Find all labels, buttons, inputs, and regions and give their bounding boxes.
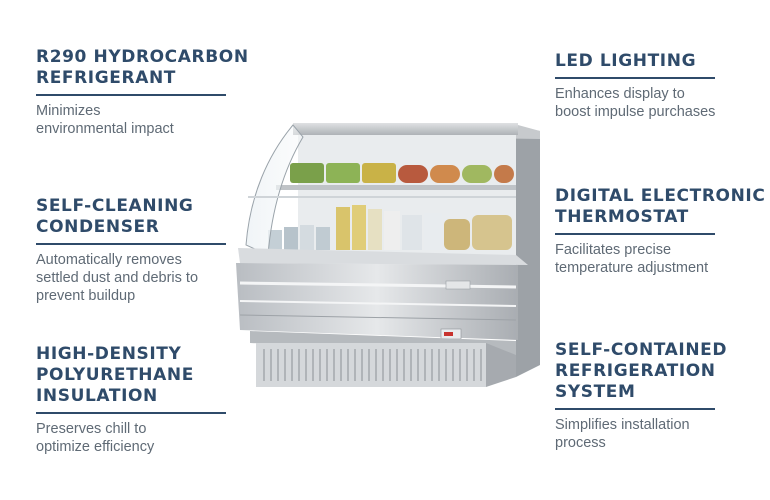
feature-title: DIGITAL ELECTRONIC THERMOSTAT — [555, 186, 766, 227]
refrigerated-display-case-icon — [236, 123, 540, 387]
divider — [36, 412, 226, 414]
feature-insulation: HIGH-DENSITY POLYURETHANE INSULATION Pre… — [36, 344, 251, 456]
feature-digital-thermostat: DIGITAL ELECTRONIC THERMOSTAT Facilitate… — [555, 186, 770, 277]
feature-title: HIGH-DENSITY POLYURETHANE INSULATION — [36, 344, 194, 406]
divider — [555, 408, 715, 410]
brand-logo — [445, 280, 471, 290]
feature-description: Enhances display to boost impulse purcha… — [555, 86, 716, 120]
feature-description: Automatically removes settled dust and d… — [36, 252, 199, 304]
feature-r290-refrigerant: R290 HYDROCARBON REFRIGERANT Minimizes e… — [36, 47, 251, 138]
ventilation-grille — [263, 349, 482, 381]
feature-title: LED LIGHTING — [555, 51, 697, 71]
feature-description: Minimizes environmental impact — [36, 103, 174, 137]
feature-title: SELF-CLEANING CONDENSER — [36, 196, 194, 237]
feature-self-cleaning-condenser: SELF-CLEANING CONDENSER Automatically re… — [36, 196, 251, 305]
feature-led-lighting: LED LIGHTING Enhances display to boost i… — [555, 51, 770, 121]
feature-title: SELF-CONTAINED REFRIGERATION SYSTEM — [555, 340, 728, 402]
feature-description: Preserves chill to optimize efficiency — [36, 421, 155, 455]
divider — [555, 77, 715, 79]
divider — [555, 233, 715, 235]
feature-description: Facilitates precise temperature adjustme… — [555, 242, 709, 276]
feature-title: R290 HYDROCARBON REFRIGERANT — [36, 47, 249, 88]
divider — [36, 243, 226, 245]
feature-description: Simplifies installation process — [555, 417, 690, 451]
food-trays — [290, 163, 514, 183]
bottled-products — [268, 205, 512, 250]
divider — [36, 94, 226, 96]
feature-self-contained-system: SELF-CONTAINED REFRIGERATION SYSTEM Simp… — [555, 340, 770, 452]
